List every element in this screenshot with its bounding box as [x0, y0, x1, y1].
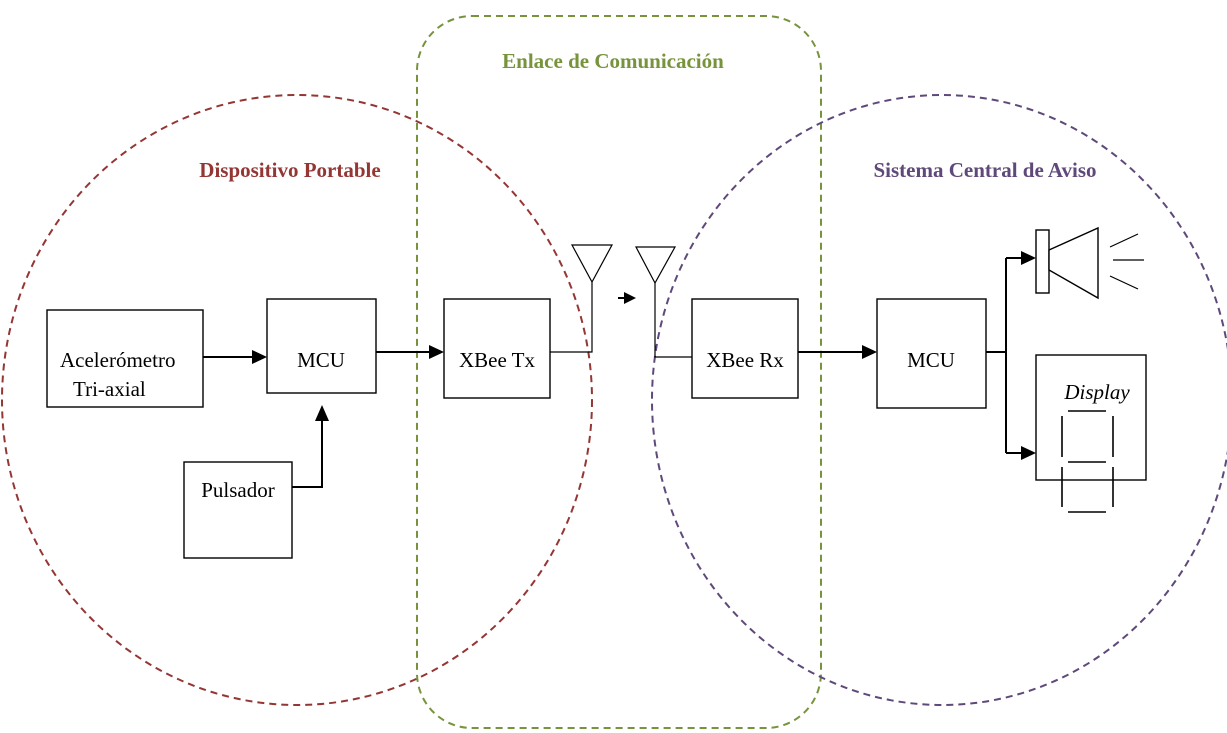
mcu-tx-label: MCU: [297, 348, 345, 372]
xbee-rx-label: XBee Rx: [706, 348, 784, 372]
xbee-rx-block: [691, 298, 799, 399]
portable-device-title: Dispositivo Portable: [199, 158, 380, 182]
seven-segment-digit-icon: [1061, 410, 1114, 513]
mcu-to-xbee-tx-arrow: [376, 345, 444, 359]
antenna-rx-icon: [635, 246, 692, 358]
display-block: [1035, 354, 1147, 481]
central-alert-system-title: Sistema Central de Aviso: [873, 158, 1096, 182]
mcu-tx-block: [266, 298, 377, 394]
accelerometer-to-mcu-arrow: [203, 350, 267, 364]
pulsador-to-mcu-arrow: [292, 405, 329, 488]
antenna-tx-icon: [550, 244, 614, 353]
mcu-to-outputs-bus: [986, 251, 1036, 460]
xbee-rx-to-mcu-arrow: [798, 345, 877, 359]
display-label: Display: [1063, 380, 1130, 404]
pulsador-block: [183, 461, 293, 559]
accelerometer-label-line2: Tri-axial: [73, 377, 146, 401]
communication-link-title: Enlace de Comunicación: [502, 49, 724, 73]
accelerometer-label-line1: Acelerómetro: [60, 348, 175, 372]
mcu-rx-label: MCU: [907, 348, 955, 372]
xbee-tx-label: XBee Tx: [459, 348, 536, 372]
portable-device-region: [1, 94, 593, 706]
accelerometer-block: [46, 309, 204, 408]
wireless-link-arrow: [618, 292, 636, 304]
pulsador-label: Pulsador: [201, 478, 275, 502]
xbee-tx-block: [443, 298, 551, 399]
speaker-icon: [1035, 226, 1144, 300]
communication-link-region: [416, 15, 822, 729]
mcu-rx-block: [876, 298, 987, 409]
